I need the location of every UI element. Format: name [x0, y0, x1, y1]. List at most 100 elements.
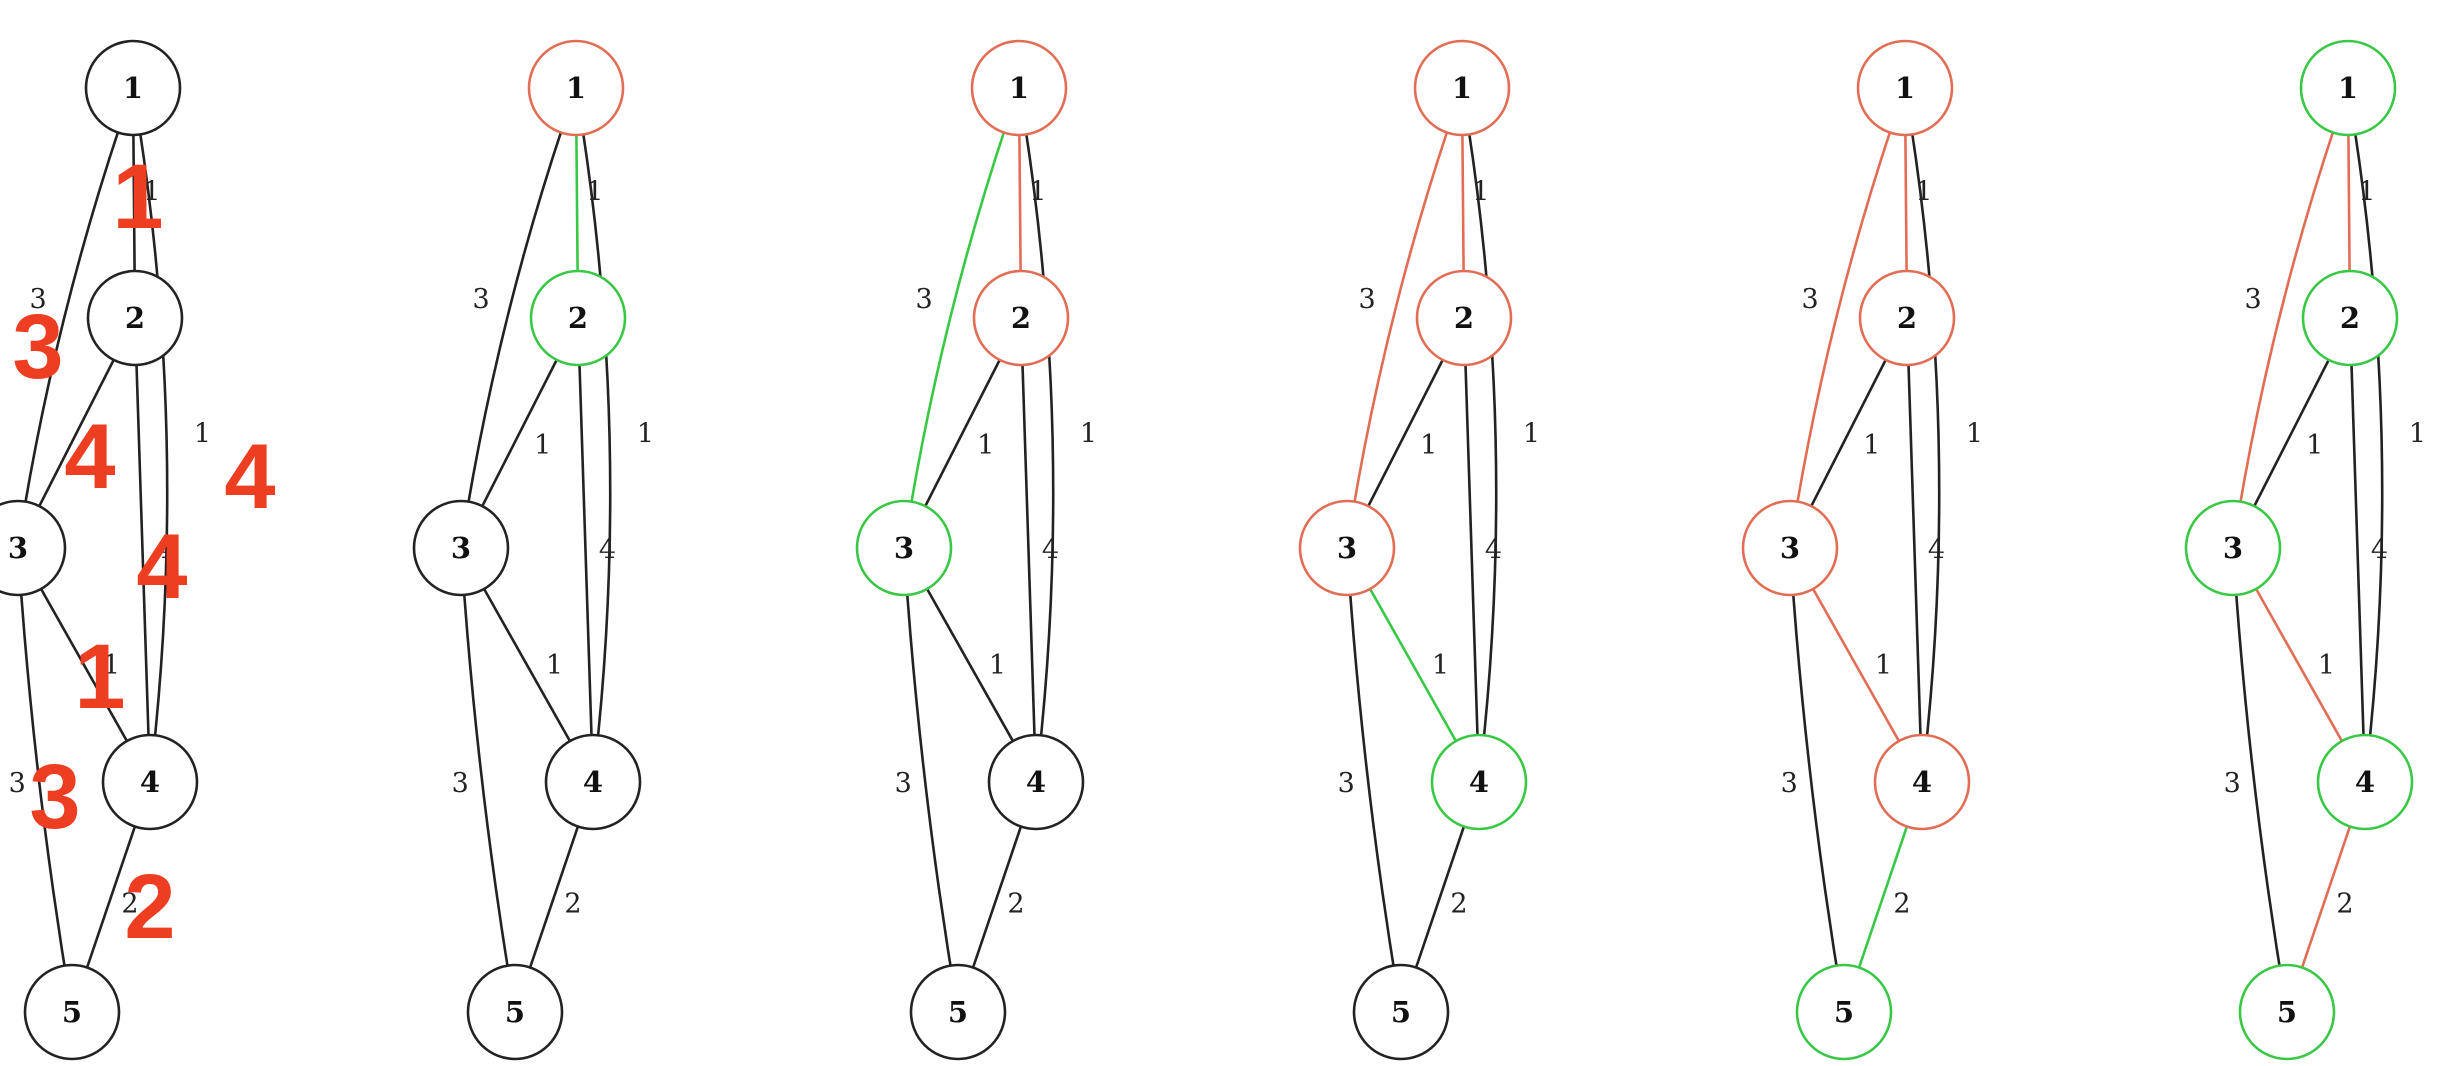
node-label-5: 5 [1391, 995, 1411, 1029]
edge-2-4 [2348, 317, 2367, 783]
node-label-5: 5 [1834, 995, 1854, 1029]
node-label-1: 1 [1009, 71, 1029, 105]
node-label-5: 5 [505, 995, 525, 1029]
node-label-5: 5 [2277, 995, 2297, 1029]
edge-weight-2-4: 4 [1485, 534, 1502, 565]
edge-2-4 [1019, 317, 1038, 783]
handwritten-weight-4-5: 2 [124, 856, 175, 958]
edge-weight-2-3: 1 [2306, 430, 2323, 461]
edge-1-4 [574, 87, 612, 783]
node-2 [86, 269, 184, 367]
handwritten-weight-1-4: 4 [224, 426, 275, 528]
node-label-3: 3 [2223, 531, 2243, 565]
edge-weight-3-4: 1 [1432, 650, 1449, 681]
handwritten-weight-3-4: 1 [74, 626, 125, 728]
edge-weight-4-5: 2 [2336, 888, 2353, 919]
edge-1-3 [902, 87, 1021, 549]
node-4 [2316, 733, 2414, 831]
node-label-4: 4 [1026, 765, 1046, 799]
edge-2-4 [576, 317, 595, 783]
node-4 [101, 733, 199, 831]
edge-3-5 [902, 547, 960, 1013]
node-label-1: 1 [1895, 71, 1915, 105]
node-label-4: 4 [1912, 765, 1932, 799]
node-label-5: 5 [62, 995, 82, 1029]
edge-1-3 [2231, 87, 2350, 549]
edge-weight-1-3: 3 [1358, 284, 1375, 315]
node-2 [1415, 269, 1513, 367]
node-5 [2238, 963, 2336, 1061]
edge-weight-4-5: 2 [1007, 888, 1024, 919]
edge-weight-1-3: 3 [29, 284, 46, 315]
node-label-2: 2 [2340, 301, 2360, 335]
edge-3-5 [459, 547, 517, 1013]
edge-2-4 [1462, 317, 1481, 783]
edge-weight-3-5: 3 [1338, 768, 1355, 799]
edge-weight-3-4: 1 [546, 650, 563, 681]
edge-weight-1-3: 3 [1801, 284, 1818, 315]
edge-weight-3-4: 1 [989, 650, 1006, 681]
edge-weight-1-4: 1 [1966, 419, 1983, 450]
node-label-2: 2 [1011, 301, 1031, 335]
handwritten-weight-1-2: 1 [112, 146, 163, 248]
node-4 [1873, 733, 1971, 831]
edge-weight-3-5: 3 [1781, 768, 1798, 799]
edge-weight-2-3: 1 [977, 430, 994, 461]
node-label-4: 4 [140, 765, 160, 799]
edge-weight-3-4: 1 [2318, 650, 2335, 681]
edge-weight-2-4: 4 [2371, 534, 2388, 565]
handwritten-weight-1-3: 3 [12, 296, 63, 398]
node-label-4: 4 [583, 765, 603, 799]
node-2 [2301, 269, 2399, 367]
node-label-2: 2 [568, 301, 588, 335]
node-label-2: 2 [1454, 301, 1474, 335]
edge-weight-2-3: 1 [1420, 430, 1437, 461]
node-label-1: 1 [1452, 71, 1472, 105]
edge-weight-2-4: 4 [599, 534, 616, 565]
edge-weight-1-4: 1 [2409, 419, 2426, 450]
node-5 [909, 963, 1007, 1061]
edge-1-3 [1345, 87, 1464, 549]
edge-weight-2-4: 4 [156, 534, 173, 565]
node-label-4: 4 [2355, 765, 2375, 799]
node-1 [2299, 39, 2397, 137]
node-1 [527, 39, 625, 137]
node-1 [970, 39, 1068, 137]
edge-1-3 [16, 87, 135, 549]
node-label-2: 2 [1897, 301, 1917, 335]
edge-weight-2-4: 4 [1928, 534, 1945, 565]
node-label-3: 3 [1780, 531, 1800, 565]
node-label-1: 1 [123, 71, 143, 105]
node-3 [1298, 499, 1396, 597]
edge-weight-1-3: 3 [472, 284, 489, 315]
edge-weight-3-5: 3 [452, 768, 469, 799]
node-1 [1856, 39, 1954, 137]
edge-weight-1-4: 1 [637, 419, 654, 450]
edge-weight-4-5: 2 [1893, 888, 1910, 919]
edge-2-4 [133, 317, 152, 783]
node-2 [1858, 269, 1956, 367]
node-3 [0, 499, 67, 597]
edge-1-4 [2346, 87, 2384, 783]
edge-weight-3-5: 3 [895, 768, 912, 799]
node-1 [1413, 39, 1511, 137]
edge-3-5 [16, 547, 74, 1013]
edge-1-4 [1460, 87, 1498, 783]
node-label-3: 3 [451, 531, 471, 565]
node-3 [855, 499, 953, 597]
node-1 [84, 39, 182, 137]
node-4 [544, 733, 642, 831]
edge-1-4 [1903, 87, 1941, 783]
node-label-4: 4 [1469, 765, 1489, 799]
edge-weight-1-4: 1 [1523, 419, 1540, 450]
node-5 [1795, 963, 1893, 1061]
node-label-3: 3 [8, 531, 28, 565]
edge-2-4 [1905, 317, 1924, 783]
node-3 [1741, 499, 1839, 597]
node-label-5: 5 [948, 995, 968, 1029]
edge-weight-2-3: 1 [1863, 430, 1880, 461]
